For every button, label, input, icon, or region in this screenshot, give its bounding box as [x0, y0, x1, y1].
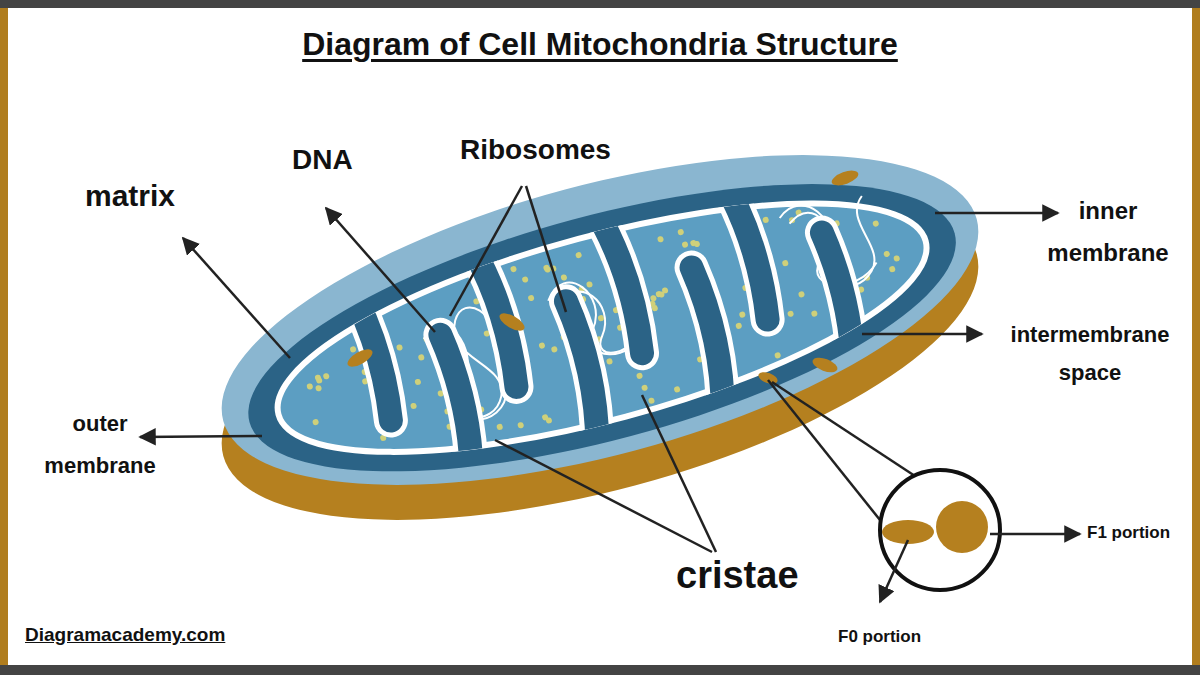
part-label: DNA [292, 143, 353, 177]
dna-strands [415, 186, 892, 428]
ribosome-dot [575, 251, 582, 258]
part-label: inner membrane [1033, 190, 1183, 274]
ribosome-dot [410, 402, 417, 409]
ribosome-dot [315, 385, 322, 392]
intermembrane-leader [862, 333, 982, 336]
ribosome-dot [782, 259, 789, 266]
ribosome-dot [314, 374, 321, 381]
ribosome-dot [677, 228, 684, 235]
ribosome-dot [762, 216, 769, 223]
atp-synthase-particles [345, 168, 860, 387]
ribosome-dot [661, 287, 668, 294]
part-label: intermembrane space [995, 316, 1185, 392]
ribosome-dot [739, 311, 746, 318]
ribosome-dot [872, 220, 879, 227]
ribosome-dot [586, 281, 593, 288]
ribosome-dot [883, 250, 890, 257]
cristae-leader [495, 440, 712, 552]
diagram-title: Diagram of Cell Mitochondria Structure [0, 26, 1200, 63]
ribosome-dot [418, 354, 425, 361]
f1-leader [990, 533, 1080, 536]
inset-circle [880, 470, 1000, 590]
frame-bottom [0, 665, 1200, 675]
intermembrane-region [221, 125, 984, 530]
ribosome-dot [606, 358, 613, 365]
part-label: F1 portion [1087, 523, 1170, 543]
ribosome-dot [527, 294, 534, 301]
ribosome-dot [787, 310, 794, 317]
ribosome-leader [450, 186, 522, 316]
f0-leader [880, 540, 908, 602]
matrix-leader [183, 238, 290, 358]
dna-leader [326, 208, 435, 332]
ribosome-dot [510, 265, 517, 272]
ribosome-dot [496, 423, 503, 430]
ribosome-dot [349, 346, 356, 353]
ribosome-dot [655, 290, 662, 297]
part-label: Diagramacademy.com [25, 624, 225, 647]
ribosome-dot [544, 266, 551, 273]
ribosome-dot [650, 295, 657, 302]
ribosome-dot [306, 383, 313, 390]
cristae-folds [337, 140, 869, 516]
frame-top [0, 0, 1200, 8]
inset-leader [768, 380, 884, 525]
ribosome-dot [636, 372, 643, 379]
ribosome-dot [798, 291, 805, 298]
outer-membrane-top [188, 89, 1011, 552]
ribosome-dot [312, 418, 319, 425]
ribosome-dot [648, 397, 655, 404]
ribosome-dot [893, 255, 900, 262]
ribosome-dot [560, 274, 567, 281]
ribosome-dot [811, 310, 818, 317]
part-label: cristae [676, 553, 799, 599]
outer-membrane-leader [140, 436, 262, 437]
ribosome-dot [735, 322, 742, 329]
ribosome-dot [396, 344, 403, 351]
frame-side [1192, 0, 1200, 675]
frame-side [0, 0, 8, 675]
matrix-region [255, 152, 950, 503]
ribosome-dot [541, 414, 548, 421]
part-label: F0 portion [838, 627, 921, 647]
f1-shape [936, 501, 988, 553]
inset-leader [772, 382, 918, 478]
inner-membrane-leader [935, 212, 1058, 215]
ribosome-dot [517, 422, 524, 429]
cristae-leader [642, 395, 716, 552]
ribosome-dot [657, 236, 664, 243]
ribosome-dot [641, 384, 648, 391]
ribosome-dot [521, 276, 528, 283]
ribosome-dot [551, 346, 558, 353]
ribosome-dot [681, 241, 688, 248]
ribosome-dot [414, 378, 421, 385]
ribosome-dot [538, 342, 545, 349]
ribosome-leader [526, 186, 566, 312]
ribosome-dot [673, 386, 680, 393]
ribosome-dot [693, 240, 700, 247]
ribosome-dot [774, 352, 781, 359]
ribosome-dot [323, 373, 330, 380]
part-label: outer membrane [40, 403, 160, 487]
part-label: matrix [85, 178, 175, 214]
ribosome-dot [889, 266, 896, 273]
part-label: Ribosomes [460, 133, 611, 167]
